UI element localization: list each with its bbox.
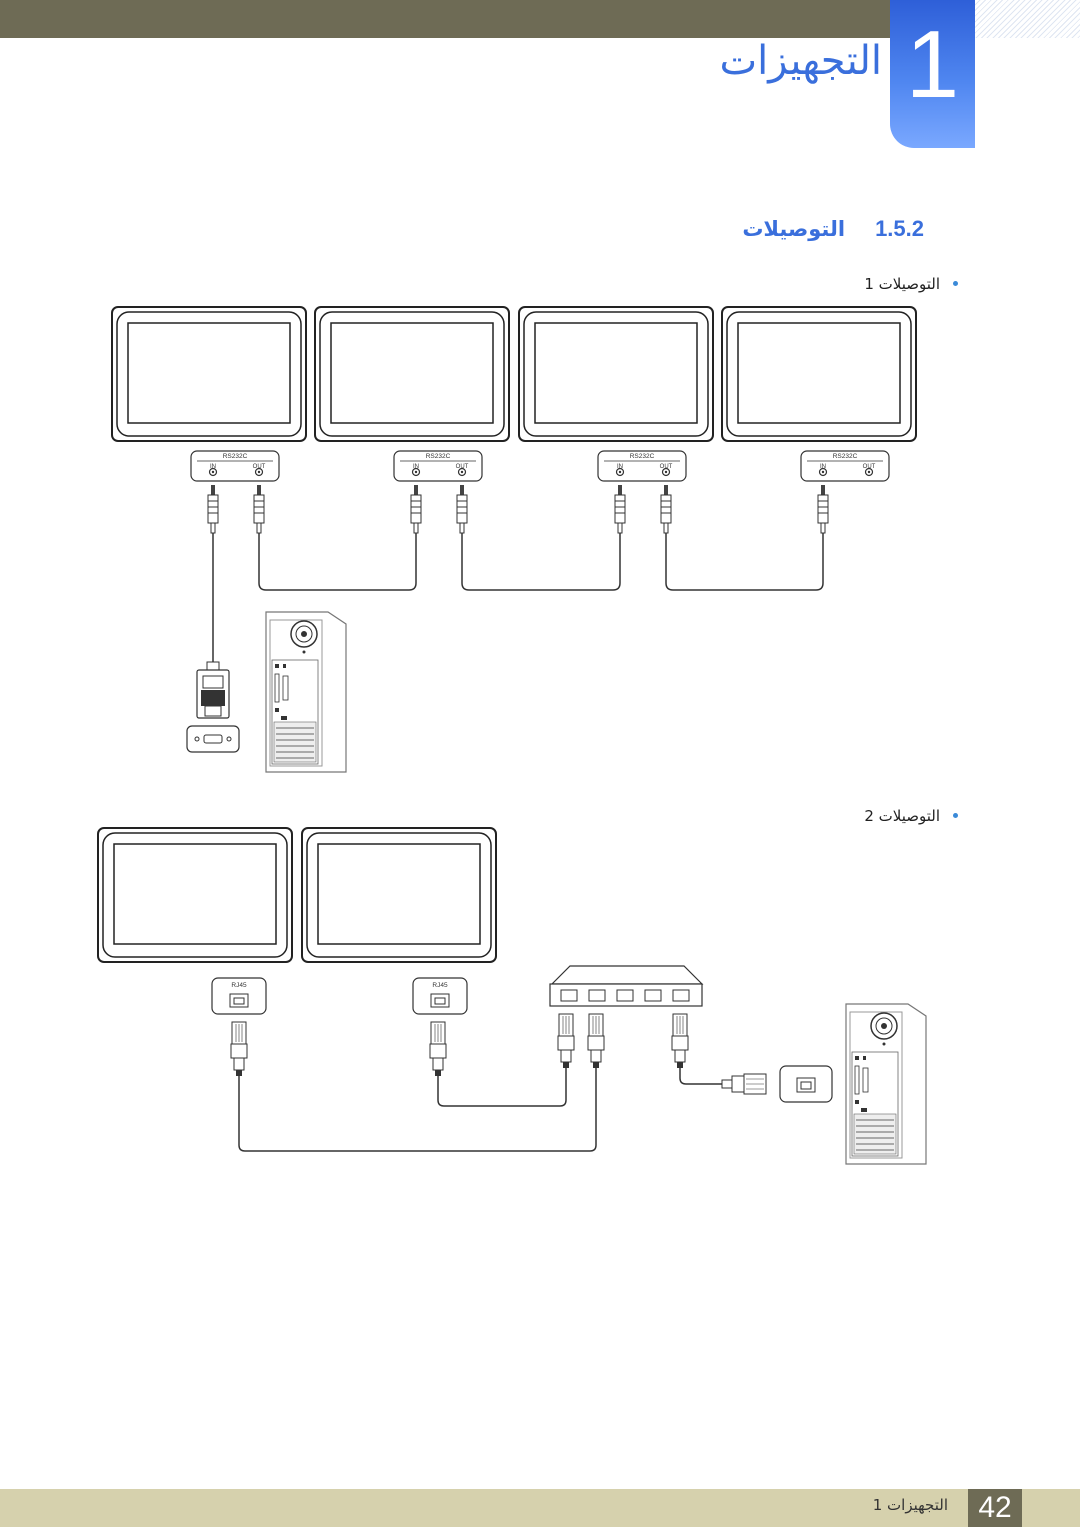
rj45-label: RJ45 [231,982,247,989]
chapter-tab [890,0,975,148]
pc-serial-port [186,725,240,753]
rj45-plug-horizontal [721,1073,767,1095]
rj45-plugs [230,1013,689,1077]
display-monitor [97,827,293,963]
port-out-label: OUT [253,464,266,470]
port-in-label: IN [210,464,216,470]
bullet-dot [953,281,958,286]
section-heading: 1.5.2 التوصيلات [742,216,924,242]
section-number: 1.5.2 [875,216,924,241]
bullet-item-1: التوصيلات 1 [864,275,958,293]
port-in-label: IN [413,464,419,470]
display-monitor [518,306,714,442]
rs232c-port-panel: RS232C IN OUT [800,450,890,482]
rs232c-label: RS232C [833,453,858,460]
port-in-label: IN [617,464,623,470]
rs232c-port-panel: RS232C IN OUT [597,450,687,482]
rj45-label: RJ45 [432,982,448,989]
network-cables [238,1068,722,1152]
footer-chapter-label: التجهيزات 1 [872,1496,948,1514]
pc-tower [265,611,347,773]
connection-diagram: RS232C IN OUT RS232C IN OUT RS232C IN OU… [97,306,927,1165]
bullet-label: التوصيلات 2 [864,807,940,825]
bullet-dot [953,813,958,818]
rs232c-label: RS232C [630,453,655,460]
rs232c-label: RS232C [223,453,248,460]
rs232c-label: RS232C [426,453,451,460]
rj45-port-panel: RJ45 [211,977,267,1015]
port-out-label: OUT [660,464,673,470]
bullet-item-2: التوصيلات 2 [864,807,958,825]
pc-tower [845,1003,927,1165]
port-out-label: OUT [863,464,876,470]
display-monitor [314,306,510,442]
rs232c-cables [212,533,824,662]
chapter-title: التجهيزات [719,38,882,84]
rs232c-port-panel: RS232C IN OUT [190,450,280,482]
network-hub [549,965,704,1007]
display-monitor [111,306,307,442]
rs232c-port-panel: RS232C IN OUT [393,450,483,482]
port-in-label: IN [820,464,826,470]
stereo-jack-plugs [207,484,829,534]
rj45-port-panel: RJ45 [412,977,468,1015]
page-number: 42 [968,1489,1022,1527]
section-title: التوصيلات [742,217,846,241]
top-bar [0,0,890,38]
pc-lan-port [779,1065,833,1103]
dsub-connector [196,661,230,719]
port-out-label: OUT [456,464,469,470]
chapter-number: 1 [905,11,960,118]
bullet-label: التوصيلات 1 [864,275,940,293]
top-hatch-decoration [975,0,1080,38]
footer-bar [0,1489,1080,1527]
display-monitor [721,306,917,442]
display-monitor [301,827,497,963]
